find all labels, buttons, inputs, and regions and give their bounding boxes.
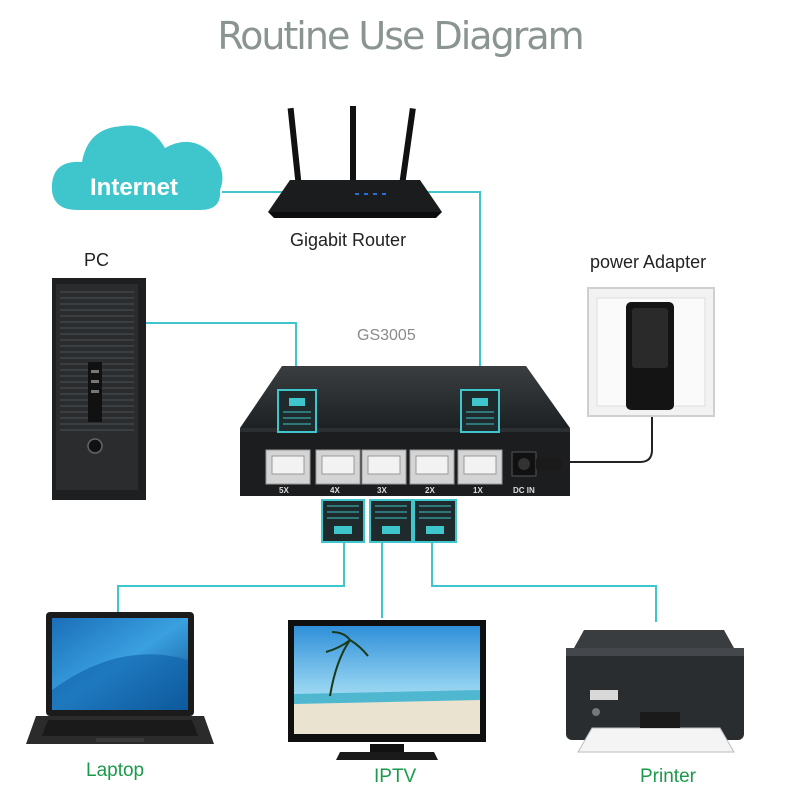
pc-label: PC xyxy=(84,250,110,270)
rj45-plug-icon xyxy=(277,389,500,433)
tv-icon xyxy=(288,620,486,760)
switch-port-1x xyxy=(457,449,503,485)
port-label-2x: 2X xyxy=(425,486,435,495)
switch-port-5x xyxy=(265,449,311,485)
port-label-5x: 5X xyxy=(279,486,289,495)
switch-port-dc-in xyxy=(511,451,562,477)
port-label-3x: 3X xyxy=(377,486,387,495)
pc-tower-icon xyxy=(52,278,146,500)
line-switch-printer xyxy=(431,540,657,622)
switch-port-2x xyxy=(409,449,455,485)
power-adapter-label: power Adapter xyxy=(590,252,707,272)
laptop-icon xyxy=(26,612,214,744)
line-power-cable xyxy=(540,412,653,463)
cloud-icon xyxy=(51,125,223,210)
router-icon xyxy=(268,106,442,218)
router-label: Gigabit Router xyxy=(290,230,407,250)
diagram-title: Routine Use Diagram xyxy=(217,14,584,58)
port-label-1x: 1X xyxy=(473,486,483,495)
port-label-4x: 4X xyxy=(330,486,340,495)
port-label-dc-in: DC IN xyxy=(513,486,535,495)
switch-port-4x xyxy=(315,449,361,485)
printer-icon xyxy=(566,630,744,753)
printer-label: Printer xyxy=(640,766,696,787)
line-switch-laptop xyxy=(117,540,345,612)
rj45-plug-bottom-group xyxy=(321,499,457,543)
iptv-label: IPTV xyxy=(374,766,417,787)
line-internet-router xyxy=(222,191,481,390)
switch-port-3x xyxy=(361,449,407,485)
laptop-label: Laptop xyxy=(86,760,145,781)
internet-label: Internet xyxy=(90,174,179,201)
power-adapter-icon xyxy=(587,287,715,417)
switch-model-label: GS3005 xyxy=(357,327,416,344)
